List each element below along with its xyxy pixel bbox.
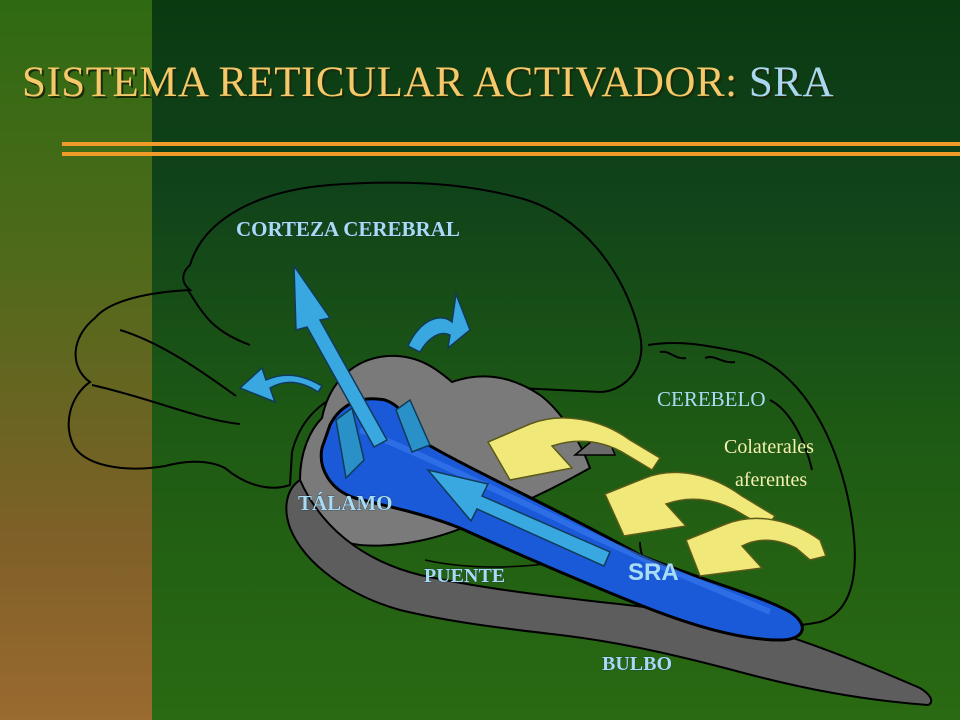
title-accent-text: SRA [748, 59, 835, 106]
label-collaterals-line1: Colaterales [724, 436, 814, 458]
title-rule-top [62, 142, 960, 146]
curved-arrow-upper-right [407, 291, 471, 353]
label-sra: SRA [628, 559, 679, 586]
title-rule-bottom [62, 152, 960, 156]
afferent-arrow-1 [486, 417, 662, 481]
label-pons: PUENTE [424, 565, 505, 587]
ascending-arrow-sra [425, 468, 611, 567]
ascending-arrow-cortex [293, 263, 389, 449]
curved-arrow-left [238, 366, 324, 404]
cerebrum-outline [67, 181, 643, 489]
label-medulla: BULBO [602, 653, 672, 675]
title-main-text: SISTEMA RETICULAR ACTIVADOR: [22, 59, 749, 106]
cortex-fold-1 [187, 289, 251, 346]
label-thalamus: TÁLAMO [298, 491, 393, 515]
sra-inner-shading [358, 427, 772, 615]
thalamic-projection-left [335, 406, 365, 480]
afferent-arrow-3 [685, 517, 827, 577]
slide-title: SISTEMA RETICULAR ACTIVADOR: SRA [22, 58, 834, 107]
label-collaterals-line2: aferentes [735, 469, 807, 491]
label-cerebellum: CEREBELO [657, 387, 766, 411]
cortex-fold-3 [91, 384, 241, 425]
cortex-fold-2 [119, 329, 237, 397]
pons-medulla-gray [285, 478, 933, 707]
cerebellum-folia [659, 350, 813, 471]
thalamic-projection-right [395, 398, 432, 453]
label-cortex: CORTEZA CEREBRAL [236, 217, 460, 241]
